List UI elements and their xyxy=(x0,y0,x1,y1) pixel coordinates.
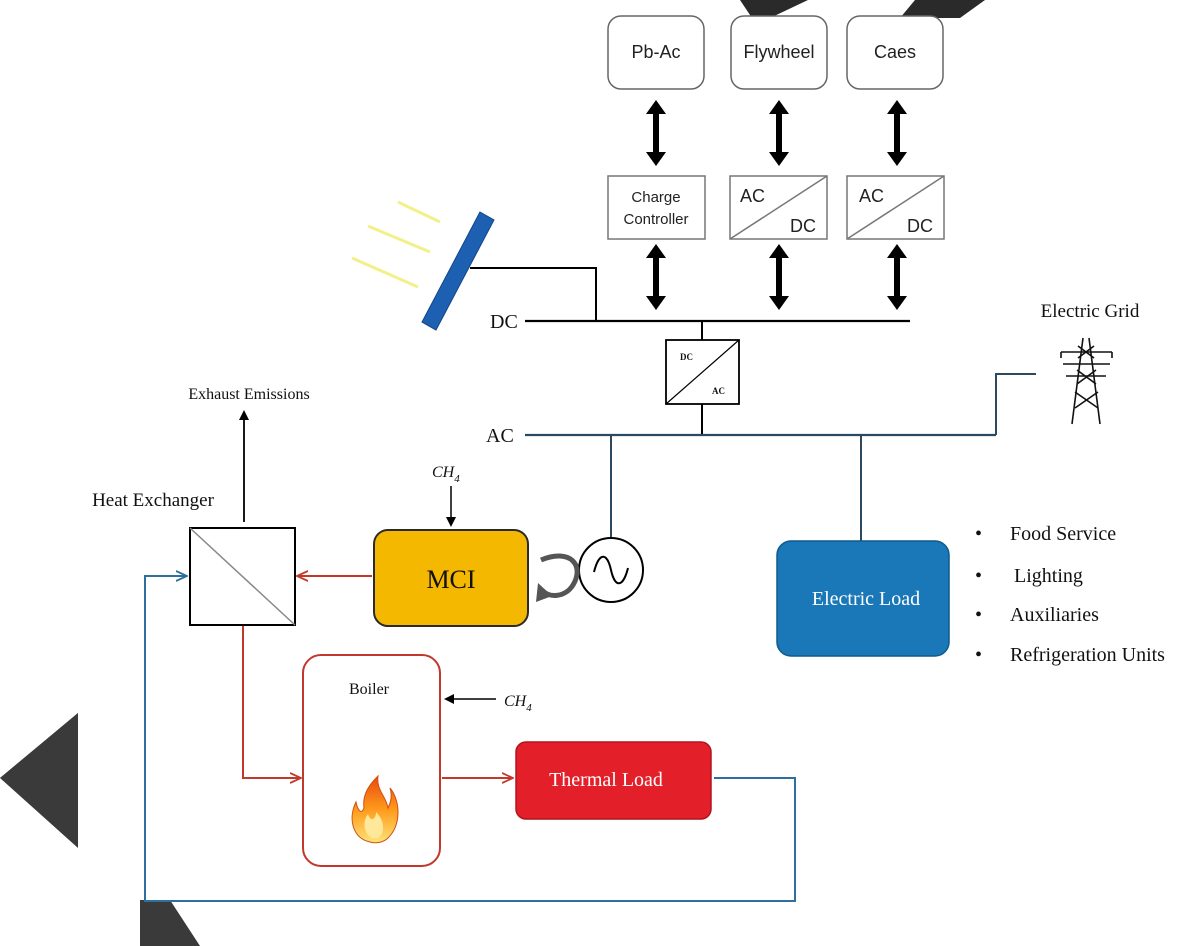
inverter-ac-label: AC xyxy=(712,386,725,396)
electric-load-label: Electric Load xyxy=(812,588,920,610)
charge-controller-line2: Controller xyxy=(623,211,688,228)
charge-controller-line1: Charge xyxy=(631,189,680,206)
solar-panel-icon xyxy=(351,200,495,331)
arrow-caes-bottom xyxy=(887,244,907,310)
svg-text:CH4: CH4 xyxy=(432,464,460,485)
storage-pbac-label: Pb-Ac xyxy=(631,42,680,62)
storage-flywheel-label: Flywheel xyxy=(743,42,814,62)
dc-bus-label: DC xyxy=(490,311,518,333)
solar-feed-line xyxy=(470,267,597,320)
inverter-dc-label: DC xyxy=(680,352,693,362)
return-loop-line xyxy=(144,576,796,902)
storage-flywheel-box: Flywheel xyxy=(730,15,828,90)
boiler-fuel-label: CH xyxy=(504,693,528,710)
mci-label: MCI xyxy=(426,565,475,594)
flywheel-converter-ac: AC xyxy=(740,186,765,206)
arrow-pbac-bottom xyxy=(646,244,666,310)
mci-fuel-subscript: 4 xyxy=(454,473,460,485)
back-chevron-decoration xyxy=(0,713,200,946)
transmission-tower-icon xyxy=(1060,337,1113,425)
mci-fuel-input: CH4 xyxy=(432,464,460,527)
arrow-flywheel-top xyxy=(769,100,789,166)
grid-connection-line xyxy=(995,373,1036,435)
heat-exchanger-label: Heat Exchanger xyxy=(92,490,215,511)
storage-caes-label: Caes xyxy=(874,42,916,62)
boiler-fuel-input: CH4 xyxy=(444,693,532,714)
list-bullet: • xyxy=(975,565,982,587)
bidirectional-arrows xyxy=(646,100,907,310)
charge-controller-box: Charge Controller xyxy=(607,175,706,240)
exchanger-to-boiler-arrow xyxy=(242,626,300,778)
flywheel-converter-dc: DC xyxy=(790,216,816,236)
boiler-box: Boiler xyxy=(302,654,441,867)
dc-ac-inverter-box: DC AC xyxy=(665,339,740,405)
exhaust-emissions-label: Exhaust Emissions xyxy=(188,386,309,403)
boiler-fuel-subscript: 4 xyxy=(526,702,532,714)
boiler-label: Boiler xyxy=(349,681,390,698)
storage-caes-box: Caes xyxy=(846,15,944,90)
caes-ac-dc-converter: AC DC xyxy=(846,175,945,240)
list-bullet: • xyxy=(975,644,982,666)
list-item: Refrigeration Units xyxy=(1010,644,1165,666)
storage-pbac-box: Pb-Ac xyxy=(607,15,705,90)
svg-text:CH4: CH4 xyxy=(504,693,532,714)
caes-converter-dc: DC xyxy=(907,216,933,236)
list-bullet: • xyxy=(975,523,982,545)
arrow-pbac-top xyxy=(646,100,666,166)
list-bullet: • xyxy=(975,604,982,626)
mci-fuel-label: CH xyxy=(432,464,456,481)
list-item: Lighting xyxy=(1014,565,1083,587)
corner-decoration-top xyxy=(740,0,985,18)
arrow-flywheel-bottom xyxy=(769,244,789,310)
mci-engine-box: MCI xyxy=(373,529,529,627)
thermal-load-label: Thermal Load xyxy=(549,769,663,791)
electric-grid-label: Electric Grid xyxy=(1041,301,1140,322)
caes-converter-ac: AC xyxy=(859,186,884,206)
flame-icon xyxy=(351,774,399,844)
generator-icon xyxy=(578,537,644,603)
electric-load-list: • Food Service • Lighting • Auxiliaries … xyxy=(975,523,1165,666)
arrow-caes-top xyxy=(887,100,907,166)
thermal-load-box: Thermal Load xyxy=(515,741,712,820)
ac-bus-label: AC xyxy=(486,425,514,447)
shaft-rotation-icon xyxy=(536,553,580,602)
flywheel-ac-dc-converter: AC DC xyxy=(729,175,828,240)
list-item: Food Service xyxy=(1010,523,1116,545)
electric-load-box: Electric Load xyxy=(776,540,950,657)
heat-exchanger-box xyxy=(189,527,296,626)
list-item: Auxiliaries xyxy=(1010,604,1099,626)
